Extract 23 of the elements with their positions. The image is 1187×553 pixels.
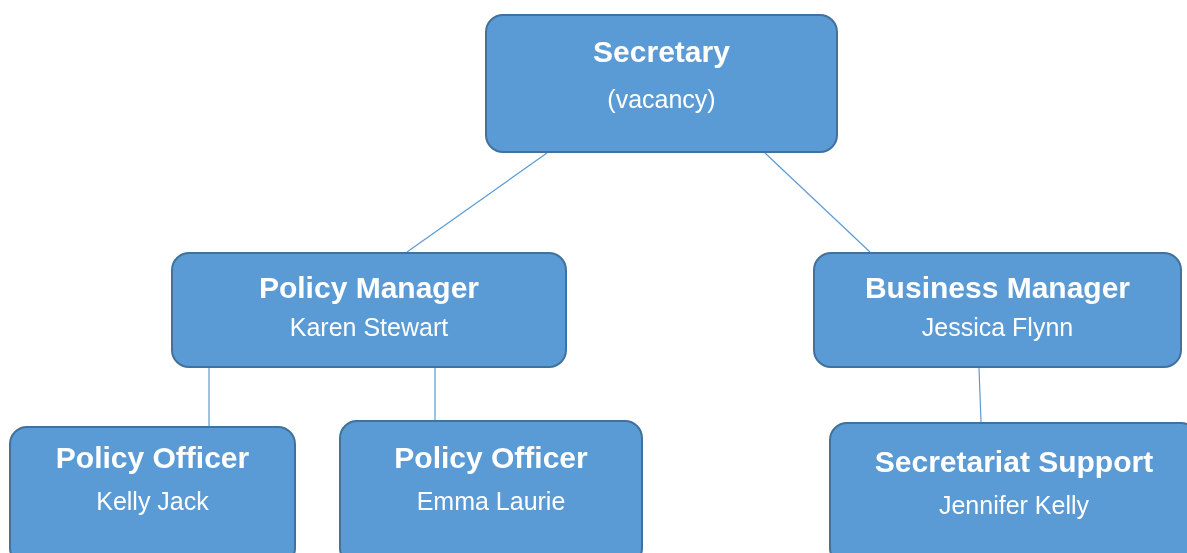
role-title: Secretariat Support xyxy=(874,444,1154,480)
person-name: Karen Stewart xyxy=(289,312,449,342)
person-name: Jennifer Kelly xyxy=(938,490,1090,520)
role-title: Policy Officer xyxy=(394,440,588,476)
person-name: Emma Laurie xyxy=(416,486,566,516)
person-name: Jessica Flynn xyxy=(921,312,1074,342)
connector-line xyxy=(434,367,436,421)
role-box xyxy=(829,422,1187,553)
role-box xyxy=(9,426,296,553)
person-name: (vacancy) xyxy=(607,84,716,114)
connector-line xyxy=(978,367,982,423)
person-name: Kelly Jack xyxy=(96,486,209,516)
role-title: Policy Manager xyxy=(258,270,480,306)
connector-line xyxy=(764,152,871,253)
role-box xyxy=(813,252,1182,368)
role-box xyxy=(339,420,643,553)
connector-line xyxy=(406,152,548,253)
connector-line xyxy=(208,367,210,427)
role-box xyxy=(171,252,567,368)
role-title: Policy Officer xyxy=(55,440,250,476)
role-title: Business Manager xyxy=(864,270,1131,306)
role-title: Secretary xyxy=(593,34,730,70)
role-box xyxy=(485,14,838,153)
